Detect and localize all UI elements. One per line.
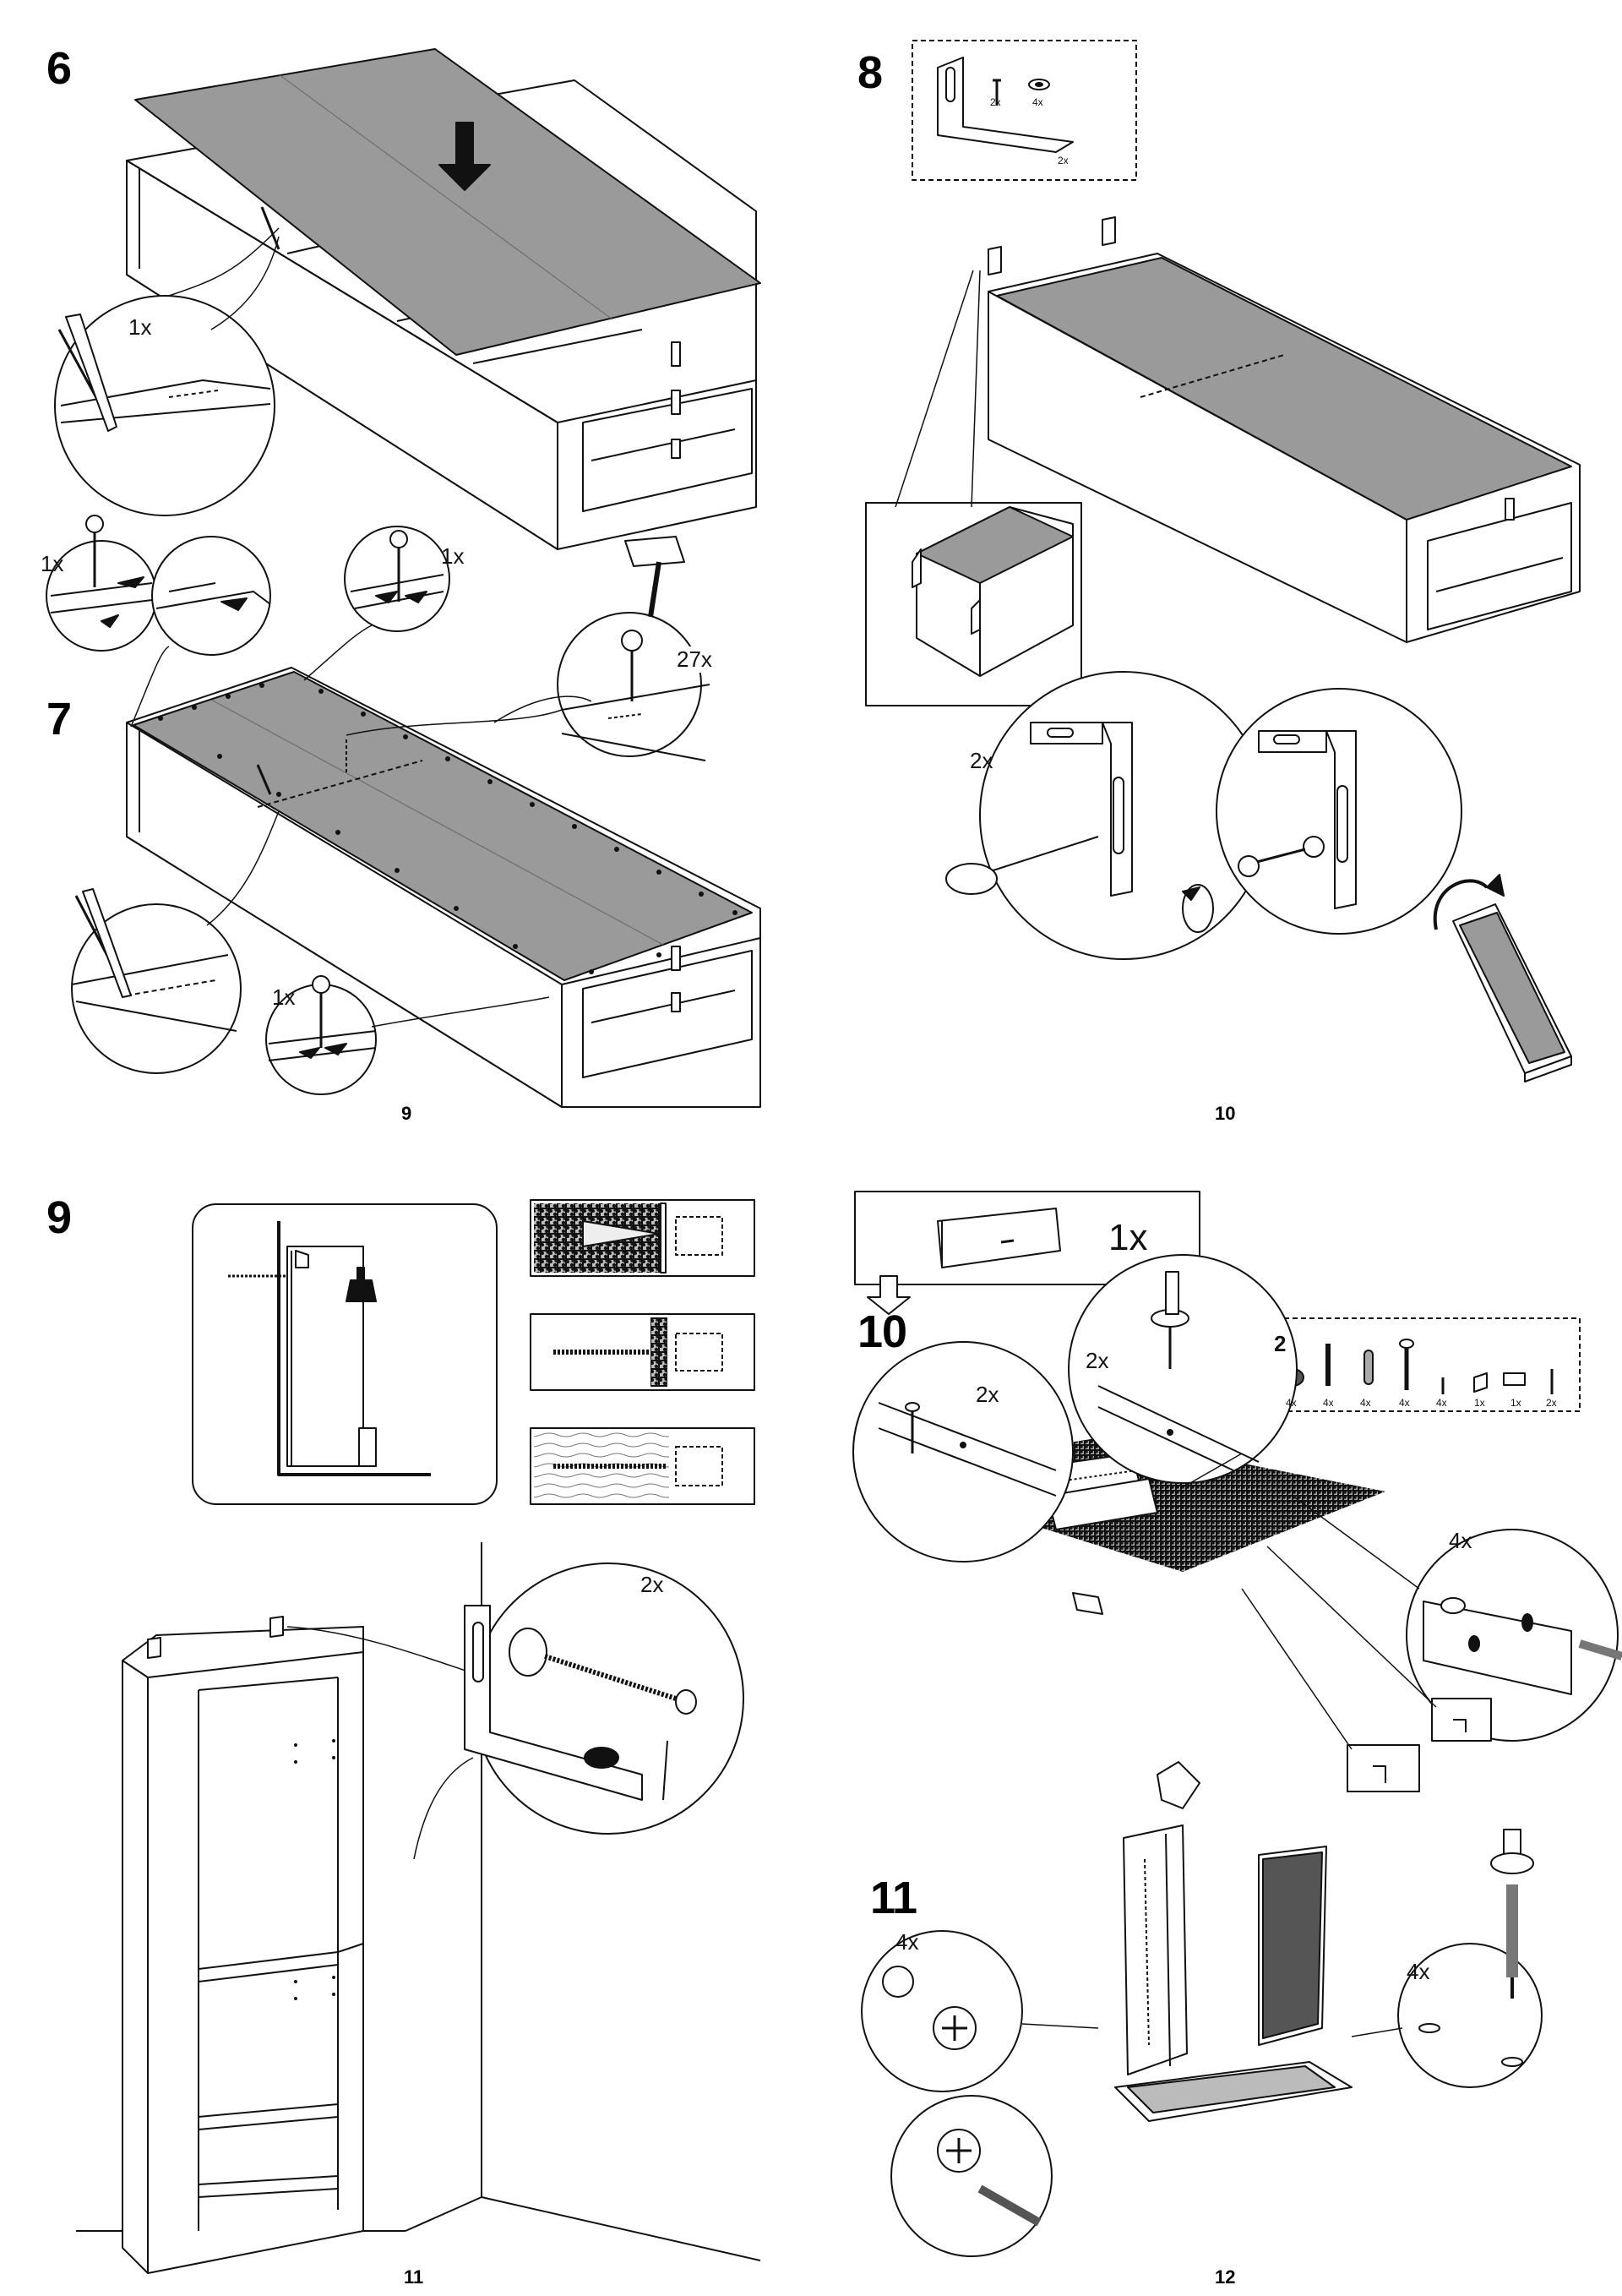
step-number-11: 11	[870, 1873, 917, 1923]
step10-bag-qty-6: 1x	[1474, 1397, 1485, 1409]
step-number-8: 8	[857, 47, 883, 98]
step10-bag-number: 2	[1274, 1331, 1287, 1356]
page-number-bottom-left: 11	[404, 2266, 424, 2288]
step9-drawing	[76, 1199, 761, 2274]
step-number-7: 7	[46, 694, 72, 744]
step10-bag-qty-8: 2x	[1546, 1397, 1557, 1409]
step8-bracket-qty: 2x	[1058, 155, 1069, 166]
step10-drawing	[852, 1191, 1622, 1792]
step6-drawing	[54, 48, 761, 550]
step9-screw-qty: 2x	[640, 1572, 664, 1597]
step10-bag-qty-4: 4x	[1399, 1397, 1410, 1409]
page-number-top-right: 10	[1215, 1103, 1236, 1124]
step8-callout-qty: 2x	[970, 748, 993, 773]
step-number-6: 6	[46, 43, 72, 94]
step11-callout-qty-b: 4x	[1407, 1959, 1430, 1984]
step10-callout-qty-c: 4x	[1449, 1528, 1472, 1553]
step10-bag-qty-7: 1x	[1510, 1397, 1521, 1409]
step7-nail-qty-left: 1x	[41, 551, 64, 576]
step11-callout-qty-a: 4x	[895, 1929, 919, 1955]
step10-bag-qty-3: 4x	[1360, 1397, 1371, 1409]
step10-drawer-qty: 1x	[1108, 1217, 1148, 1258]
page-number-bottom-right: 12	[1215, 2266, 1236, 2288]
step10-bag-qty-2: 4x	[1323, 1397, 1334, 1409]
step7-drawing	[46, 515, 761, 1108]
step8-washer-qty: 4x	[1032, 96, 1043, 108]
step-number-10: 10	[857, 1306, 907, 1357]
step7-nail-qty-total: 27x	[672, 646, 717, 673]
step6-pencil-qty: 1x	[128, 314, 152, 340]
step7-nail-qty-bottom: 1x	[272, 984, 296, 1010]
step7-nail-qty-right: 1x	[441, 543, 465, 569]
step10-bag-qty-1: 4x	[1286, 1397, 1297, 1409]
step10-callout-qty-a: 2x	[976, 1382, 999, 1407]
step10-callout-qty-b: 2x	[1086, 1348, 1109, 1373]
step8-drawing	[865, 40, 1581, 1083]
page-number-top-left: 9	[401, 1103, 412, 1124]
step-number-9: 9	[46, 1192, 72, 1243]
step11-drawing	[861, 1761, 1543, 2257]
step8-screw-qty: 2x	[990, 96, 1001, 108]
step10-bag-qty-5: 4x	[1436, 1397, 1447, 1409]
